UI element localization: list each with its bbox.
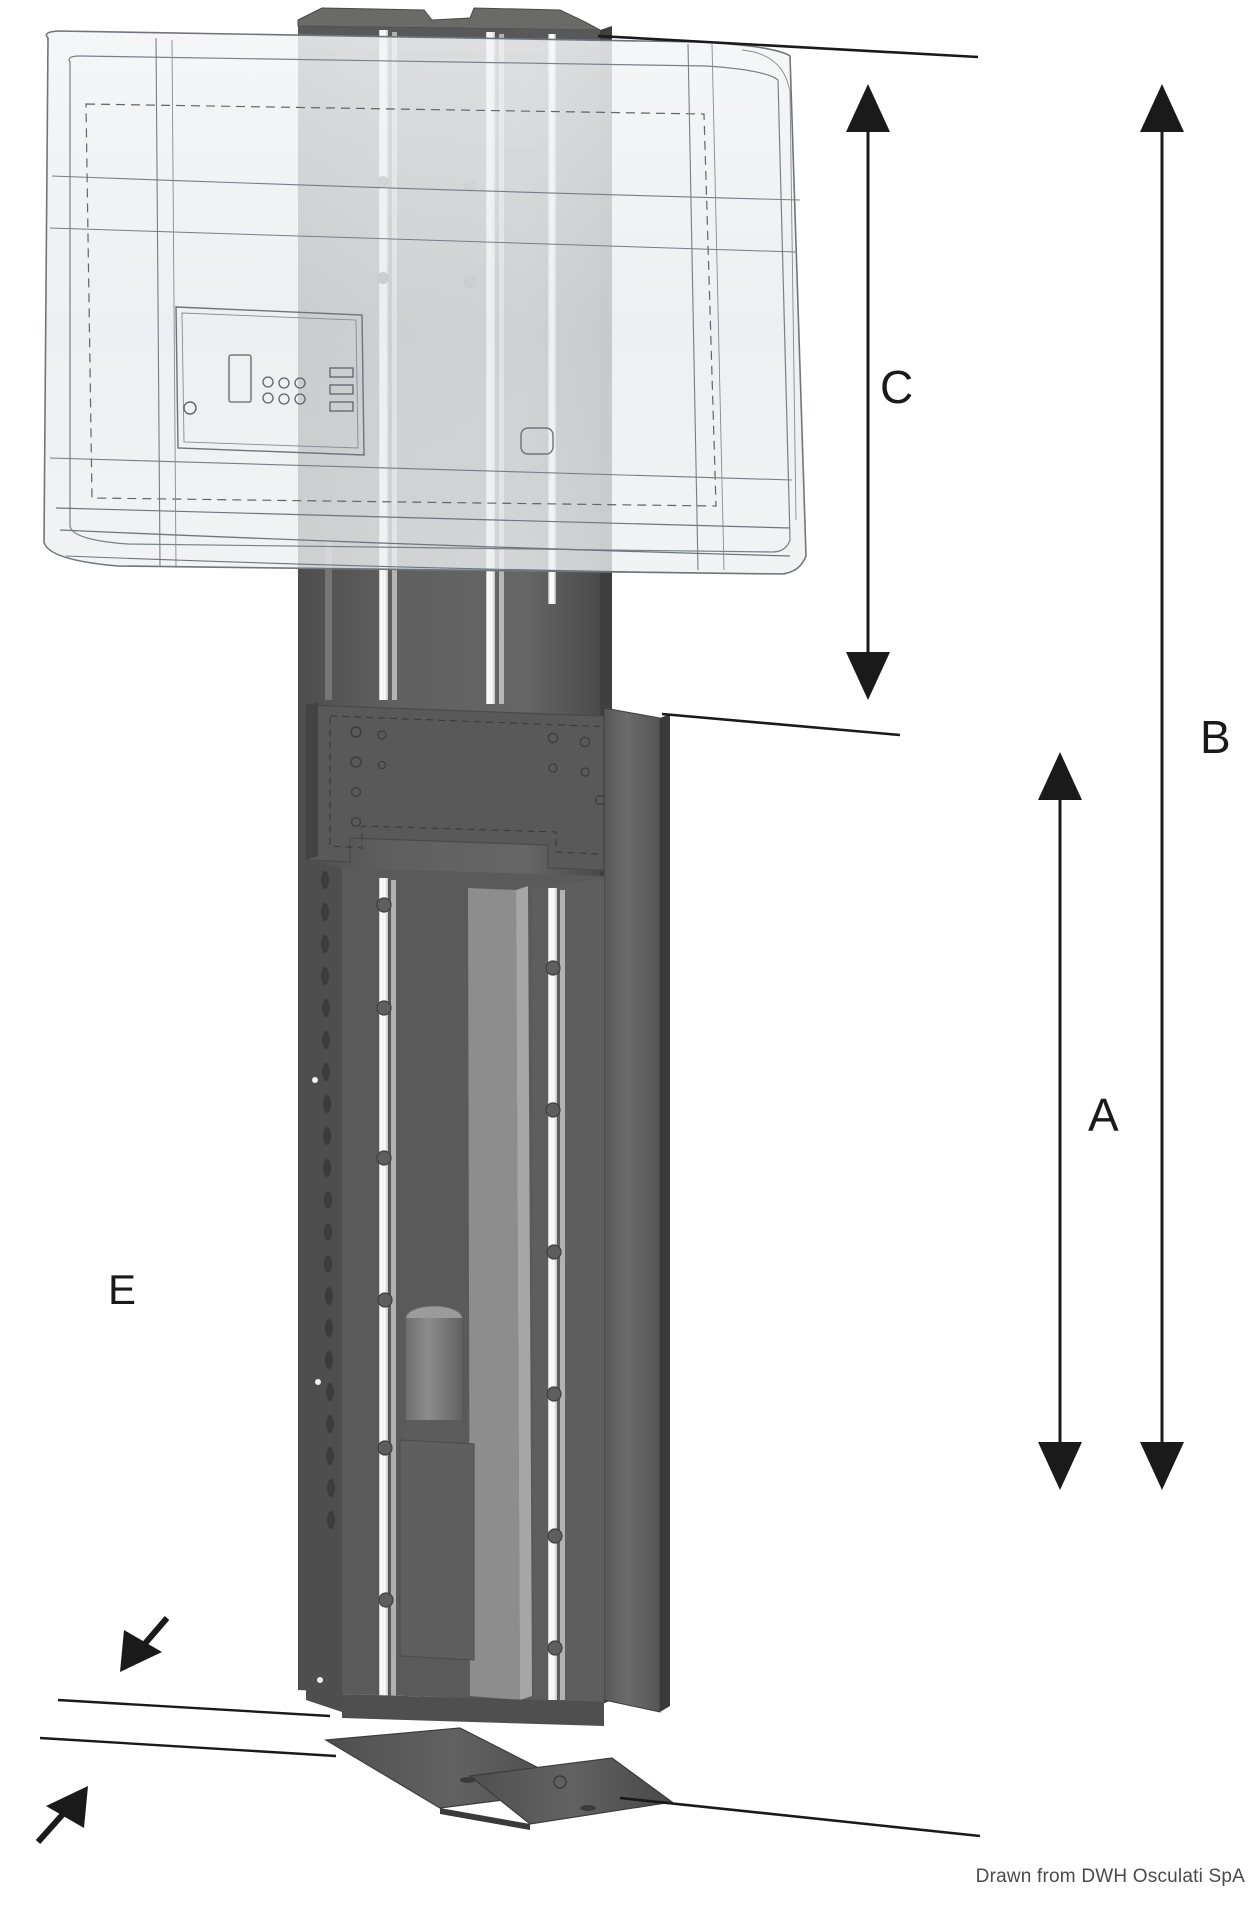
actuator-cylinder <box>399 1305 475 1661</box>
tv-back-panel-detail <box>175 306 365 456</box>
dimension-label-a: A <box>1088 1089 1120 1141</box>
dimension-arrow-B <box>1140 84 1184 1490</box>
tv-wireframe <box>43 30 807 575</box>
drawing-attribution-caption: Drawn from DWH Osculati SpA <box>975 1866 1245 1887</box>
dimension-label-c: C <box>880 361 914 413</box>
dimension-label-e: E <box>108 1266 137 1313</box>
dimension-extension-lines <box>39 34 981 1838</box>
dimension-arrow-E <box>35 1616 170 1845</box>
dimension-arrow-A <box>1038 752 1082 1490</box>
linear-rails <box>376 878 565 1700</box>
dimension-label-b: B <box>1200 711 1232 763</box>
base-plate <box>324 1694 674 1830</box>
dimension-arrow-C <box>846 84 890 700</box>
